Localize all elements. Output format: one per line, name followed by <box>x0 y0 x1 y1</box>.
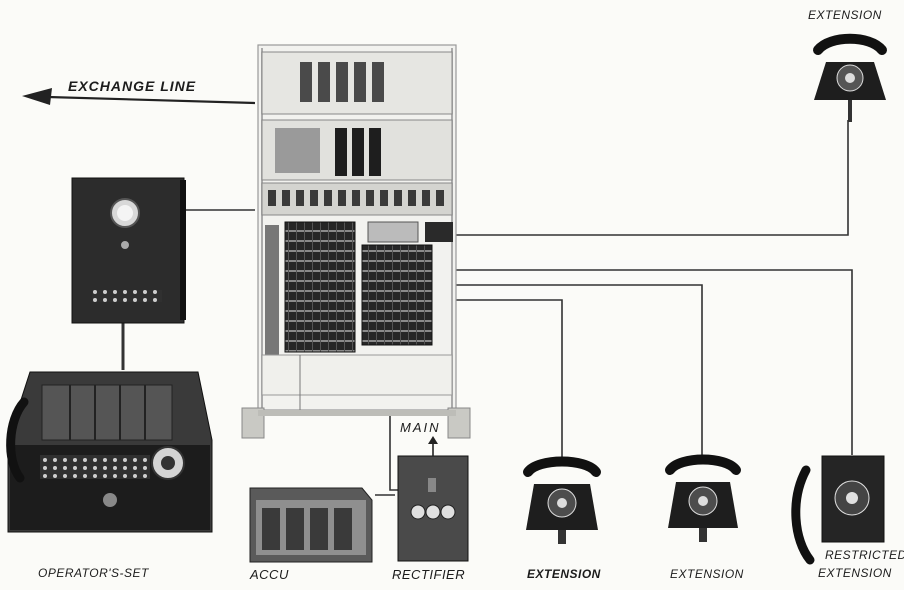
accumulator <box>249 487 373 563</box>
restricted-label-line1: RESTRICTED <box>825 548 904 562</box>
rectifier <box>397 436 469 562</box>
wiring <box>121 120 853 496</box>
rectifier-label: RECTIFIER <box>392 567 466 582</box>
switching-rack <box>241 44 471 439</box>
restricted-label-line2: EXTENSION <box>818 566 892 580</box>
telephone-extension-top <box>813 33 887 122</box>
telephone-extension-1 <box>523 456 601 544</box>
exchange-line-arrow <box>22 88 256 105</box>
operator-wall-panel <box>71 177 186 324</box>
exchange-line-label: EXCHANGE LINE <box>68 78 197 94</box>
telephone-extension-2 <box>665 454 741 542</box>
extension-top-label: EXTENSION <box>808 8 882 22</box>
operators-set <box>6 371 213 533</box>
extension-2-label: EXTENSION <box>670 567 744 581</box>
operators-set-label: OPERATOR'S-SET <box>38 566 149 580</box>
extension-1-label: EXTENSION <box>527 567 601 581</box>
main-label: MAIN <box>400 420 441 435</box>
accu-label: ACCU <box>250 567 289 582</box>
telephone-restricted-extension <box>791 455 885 565</box>
